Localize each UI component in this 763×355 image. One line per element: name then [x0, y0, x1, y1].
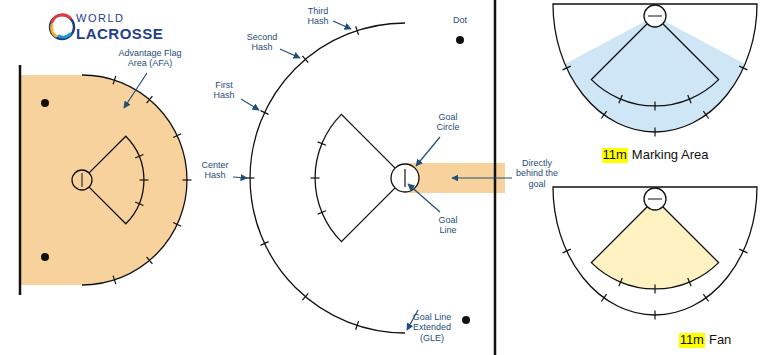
hash-mark: [356, 321, 359, 330]
leader-arrow: [452, 177, 512, 178]
goal-line: [82, 173, 83, 187]
goal-line: [648, 199, 662, 200]
callout-label: Second Hash: [245, 32, 279, 53]
marking-area-fill: [565, 16, 745, 132]
logo-word: LACROSSE: [76, 25, 163, 42]
hash-mark: [619, 95, 622, 103]
hash-mark: [619, 278, 622, 286]
callout-label: Third Hash: [303, 6, 333, 27]
hash-mark: [318, 211, 326, 214]
hash-marks: [113, 26, 747, 329]
callout-label: Goal Circle: [431, 112, 465, 133]
hash-mark: [113, 76, 116, 85]
fan-outline: [591, 24, 718, 106]
highlighted-term: 11m: [679, 333, 705, 348]
hash-mark: [113, 276, 116, 285]
leader-arrow: [233, 177, 247, 178]
hash-mark: [147, 96, 153, 103]
hash-mark: [688, 278, 691, 286]
hash-mark: [739, 66, 747, 70]
hash-mark: [260, 242, 268, 246]
figure-caption: Marking Area: [632, 148, 709, 163]
hash-mark: [135, 155, 143, 158]
figure-caption: Fan: [709, 333, 731, 348]
hash-mark: [563, 66, 571, 70]
leader-arrow: [280, 49, 300, 58]
hash-mark: [563, 249, 571, 253]
hash-mark: [260, 111, 268, 115]
callout-label: Dot: [445, 15, 475, 25]
hash-mark: [356, 26, 359, 35]
goal-line: [404, 169, 405, 187]
semicircle-outline: [553, 187, 757, 315]
leader-arrow: [241, 99, 259, 110]
hash-mark: [311, 177, 320, 178]
hash-mark: [173, 134, 181, 138]
dot: [41, 253, 49, 261]
outer-arc: [250, 23, 405, 333]
hash-mark: [140, 179, 149, 180]
callout-label: Directly behind the goal: [511, 158, 563, 189]
fan-outline: [89, 136, 144, 224]
hash-mark: [654, 128, 655, 137]
fan-figure: [553, 187, 757, 315]
goal-circle: [644, 5, 666, 27]
logo-word: WORLD: [76, 12, 124, 25]
marking-area-figure: [553, 4, 757, 132]
dot: [456, 36, 464, 44]
hash-mark: [183, 179, 192, 180]
goal-circle: [391, 164, 419, 192]
hash-mark: [302, 56, 308, 63]
leader-arrows: [124, 21, 512, 330]
dot: [41, 99, 49, 107]
hash-mark: [601, 294, 606, 301]
leader-arrow: [124, 73, 147, 108]
fan-outline: [315, 114, 395, 241]
dot: [462, 316, 470, 324]
hash-mark: [135, 202, 143, 205]
hash-mark: [601, 111, 606, 118]
hash-mark: [688, 95, 691, 103]
callout-label: First Hash: [209, 80, 239, 101]
goal-circle: [72, 170, 92, 190]
leader-arrow: [333, 21, 351, 29]
hash-mark: [703, 111, 708, 118]
hash-mark: [654, 285, 655, 294]
goal-line: [648, 16, 662, 17]
leader-arrow: [408, 184, 440, 212]
goal-circle: [644, 188, 666, 210]
hash-mark: [654, 102, 655, 111]
callout-label: Goal Line Extended (GLE): [407, 312, 457, 343]
semicircle-outline: [553, 4, 757, 132]
hash-mark: [739, 249, 747, 253]
fan-fill: [591, 207, 718, 289]
hash-mark: [703, 294, 708, 301]
goal-circles-right: [644, 5, 666, 210]
hash-mark: [318, 142, 326, 145]
hash-mark: [147, 257, 153, 264]
leader-arrow: [416, 137, 440, 166]
hash-mark: [654, 311, 655, 320]
afa-fill: [20, 75, 187, 285]
hash-mark: [173, 222, 181, 226]
logo-icon: [50, 15, 74, 39]
fan-outline: [591, 207, 718, 289]
highlighted-term: 11m: [602, 148, 628, 163]
callout-label: Goal Line: [431, 215, 465, 236]
callout-label: Advantage Flag Area (AFA): [111, 48, 189, 69]
end-line: [19, 65, 22, 295]
hash-mark: [302, 293, 308, 300]
callout-label: Center Hash: [198, 160, 232, 181]
afa-arc: [82, 75, 187, 285]
